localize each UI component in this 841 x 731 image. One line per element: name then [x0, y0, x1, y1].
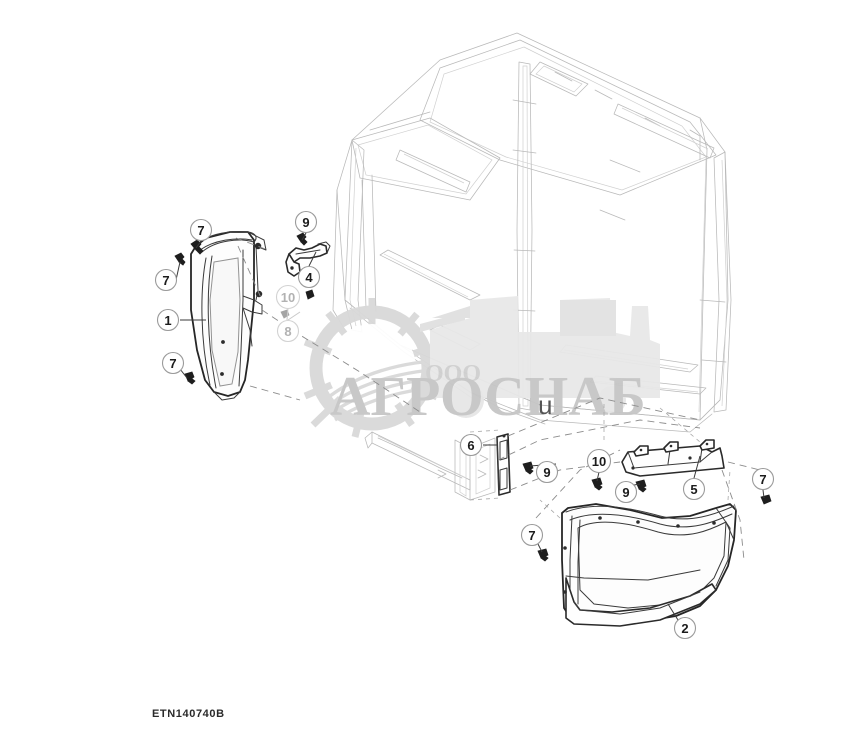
callout-7: 7 — [520, 523, 544, 547]
callout-circle — [682, 477, 706, 501]
callout-label: 7 — [169, 356, 176, 371]
callout-label: 7 — [197, 223, 204, 238]
part-5-mounting-rail — [621, 439, 725, 477]
assembly-dashed-lines — [235, 237, 761, 561]
callout-circle — [189, 218, 213, 242]
callout-9: 9 — [294, 210, 318, 234]
fasteners-left-group — [174, 232, 315, 385]
callout-4: 4 — [297, 265, 321, 289]
callout-2: 2 — [673, 616, 697, 640]
callout-7: 7 — [751, 467, 775, 491]
callout-circle — [156, 308, 180, 332]
callout-8: 8 — [276, 319, 300, 343]
bolt-7-d — [760, 494, 772, 505]
part-1-left-side-panel — [190, 231, 267, 401]
screw-9-c — [635, 479, 647, 493]
callout-circle — [276, 319, 300, 343]
part-6-vertical-bracket — [496, 433, 511, 496]
part-4-grab-handle — [285, 241, 331, 277]
callout-circle — [294, 210, 318, 234]
callout-circle — [751, 467, 775, 491]
screw-9-b — [522, 461, 534, 475]
callout-5: 5 — [682, 477, 706, 501]
screw-9-a — [296, 232, 308, 246]
watermark-agrosnab: ООО АГРОСНАБ — [303, 296, 660, 438]
watermark-company-name: АГРОСНАБ — [330, 366, 646, 428]
callout-label: 7 — [759, 472, 766, 487]
callout-label: 2 — [681, 621, 688, 636]
callout-label: 9 — [302, 215, 309, 230]
callout-10: 10 — [275, 284, 301, 310]
callout-circle — [161, 351, 185, 375]
cab-frame-assembly — [332, 32, 732, 501]
callout-circle — [586, 448, 612, 474]
callout-circle — [459, 433, 483, 457]
fasteners-middle-group — [522, 461, 772, 562]
callout-7: 7 — [189, 218, 213, 242]
callout-10: 10 — [586, 448, 612, 474]
callout-1: 1 — [156, 308, 180, 332]
callout-label: 7 — [162, 273, 169, 288]
callout-circle — [154, 268, 178, 292]
callout-label: 10 — [592, 454, 606, 469]
callout-circle — [520, 523, 544, 547]
callout-label: 4 — [305, 270, 313, 285]
callout-7: 7 — [161, 351, 185, 375]
callout-circle — [275, 284, 301, 310]
callout-label: 6 — [467, 438, 474, 453]
part-2-right-fender-panel — [561, 503, 737, 627]
bolt-7-b — [174, 252, 186, 266]
callout-label: 9 — [543, 465, 550, 480]
bolt-7-a — [190, 239, 204, 255]
callout-7: 7 — [154, 268, 178, 292]
callout-circle — [673, 616, 697, 640]
callout-circle — [535, 460, 559, 484]
callout-label: 10 — [281, 290, 295, 305]
stray-character: u — [538, 390, 552, 420]
callout-label: 7 — [528, 528, 535, 543]
callout-label: 5 — [690, 482, 697, 497]
callout-9: 9 — [614, 480, 638, 504]
callout-circle — [614, 480, 638, 504]
callout-6: 6 — [459, 433, 483, 457]
callout-layer: 7 9 7 4 10 1 8 7 6 10 9 7 9 5 7 2 — [154, 210, 775, 640]
bolt-7-e — [537, 548, 549, 562]
callout-circle — [297, 265, 321, 289]
callout-label: 9 — [622, 485, 629, 500]
bolt-7-c — [184, 371, 196, 385]
callout-9: 9 — [535, 460, 559, 484]
callout-label: 1 — [164, 313, 171, 328]
drawing-part-number: ETN140740B — [152, 708, 225, 720]
watermark-ooo: ООО — [425, 361, 481, 387]
callout-label: 8 — [284, 324, 291, 339]
